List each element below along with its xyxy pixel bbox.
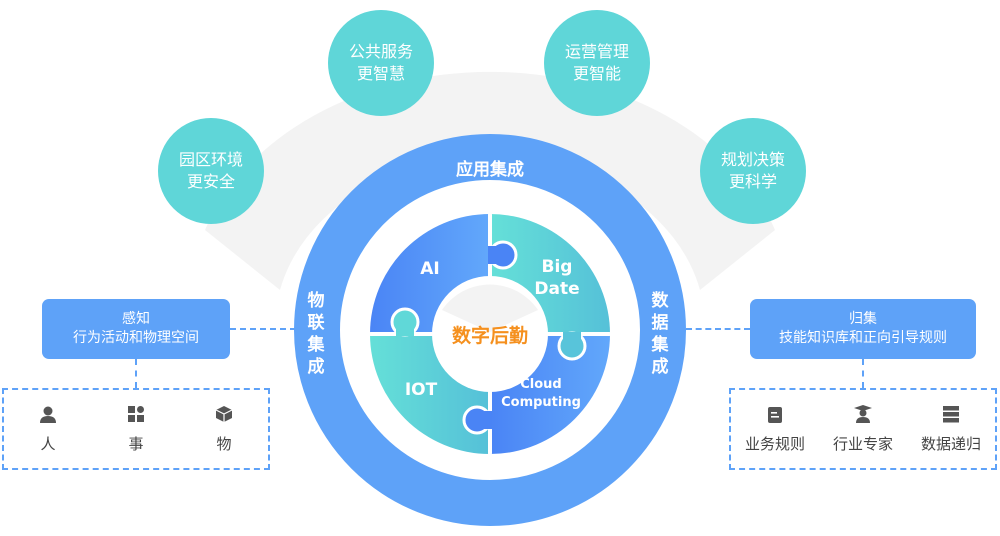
puzzle-label-ai: AI: [420, 259, 440, 279]
ring-label-left: 物联集成: [307, 291, 325, 377]
bubble-line1: 公共服务: [348, 42, 413, 61]
puzzle-label-bigdata: Big Date: [530, 256, 584, 300]
clipboard-icon: [767, 406, 782, 423]
server-icon: [942, 405, 959, 422]
bigdata-line2: Date: [534, 279, 580, 299]
bubble-line1: 运营管理: [564, 42, 629, 61]
aggregation-subtitle: 技能知识库和正向引导规则: [779, 330, 947, 346]
bubble-line2: 更智能: [572, 64, 621, 83]
bubble-planning: 规划决策 更科学: [700, 118, 806, 224]
item-label: 数据递归: [920, 434, 981, 453]
bubble-line2: 更安全: [186, 172, 235, 191]
bubble-line1: 园区环境: [178, 150, 243, 169]
item-business-rules: 业务规则: [745, 405, 805, 454]
bubble-operations: 运营管理 更智能: [544, 10, 650, 116]
person-icon: [40, 406, 56, 423]
ring-label-top: 应用集成: [456, 160, 524, 180]
cloud-line2: Computing: [501, 395, 581, 410]
gray-background-arc: [205, 71, 775, 291]
item-event: 事: [127, 405, 145, 454]
bubble-line1: 规划决策: [720, 150, 785, 169]
bubble-park-environment: 园区环境 更安全: [158, 118, 264, 224]
item-label: 业务规则: [744, 434, 805, 453]
left-connector: [230, 328, 296, 330]
bigdata-line1: Big: [541, 257, 573, 277]
bubble-line2: 更智慧: [356, 64, 405, 83]
perception-box: 感知 行为活动和物理空间: [42, 299, 230, 359]
item-industry-experts: 行业专家: [832, 404, 893, 454]
item-data-recursion: 数据递归: [921, 405, 981, 454]
ring-label-right: 数据集成: [651, 291, 669, 377]
aggregation-title: 归集: [849, 311, 877, 327]
item-label: 事: [128, 434, 144, 453]
graduate-icon: [853, 404, 872, 423]
aggregation-box: 归集 技能知识库和正向引导规则: [750, 299, 976, 359]
apps-icon: [128, 405, 144, 422]
left-vertical-connector: [135, 359, 137, 388]
right-vertical-connector: [862, 359, 864, 388]
item-label: 行业专家: [832, 434, 893, 453]
item-object: 物: [215, 405, 233, 454]
right-connector: [686, 328, 750, 330]
puzzle-label-iot: IOT: [404, 380, 438, 400]
bubble-line2: 更科学: [728, 172, 777, 191]
bubble-public-service: 公共服务 更智慧: [328, 10, 434, 116]
item-label: 物: [216, 434, 232, 453]
cloud-line1: Cloud: [520, 377, 562, 392]
puzzle-label-cloud: Cloud Computing: [496, 376, 586, 412]
cube-icon: [215, 405, 233, 422]
aggregation-items: 业务规则 行业专家 数据递归: [729, 388, 997, 470]
perception-subtitle: 行为活动和物理空间: [73, 330, 199, 346]
perception-title: 感知: [122, 311, 150, 327]
perception-items: 人 事 物: [2, 388, 270, 470]
item-person: 人: [39, 405, 57, 454]
item-label: 人: [40, 434, 56, 453]
outer-ring: [294, 134, 686, 526]
center-label: 数字后勤: [451, 325, 528, 347]
